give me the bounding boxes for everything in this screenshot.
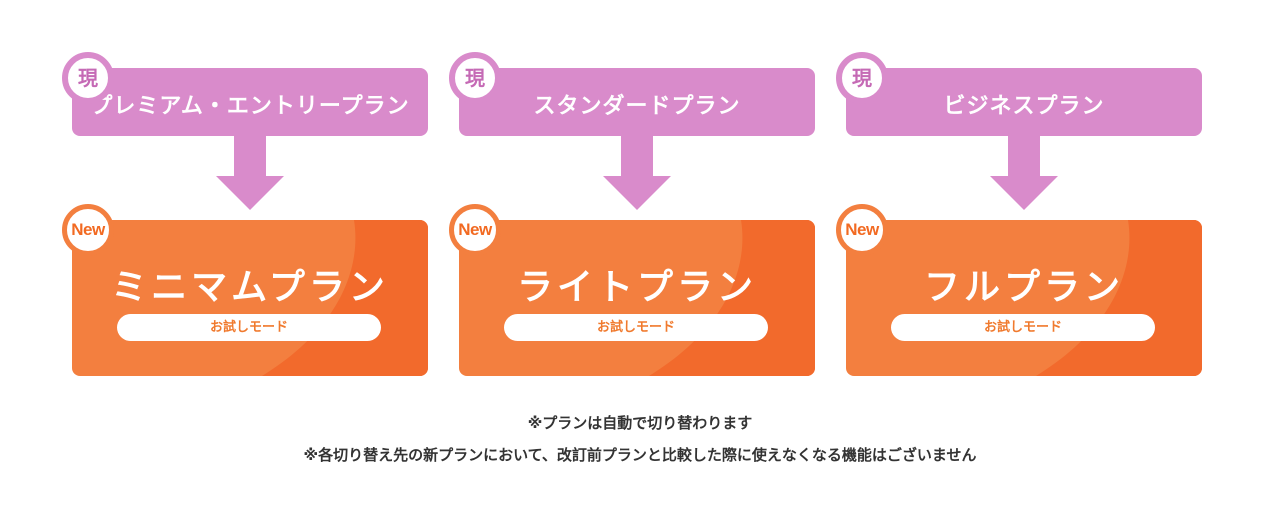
- arrow-down-icon: [990, 134, 1058, 210]
- arrow-down-icon: [603, 134, 671, 210]
- plan-column-2: スタンダードプラン 現 New ライトプラン お試しモード: [449, 0, 817, 380]
- new-badge: New: [836, 204, 888, 256]
- plan-column-1: プレミアム・エントリープラン 現 New ミニマムプラン お試しモード: [62, 0, 430, 380]
- new-plan-box: [846, 220, 1202, 376]
- note-no-lost-features: ※各切り替え先の新プランにおいて、改訂前プランと比較した際に使えなくなる機能はご…: [303, 446, 977, 464]
- current-plan-box: [72, 68, 428, 136]
- new-plan-box: [459, 220, 815, 376]
- new-badge: New: [62, 204, 114, 256]
- new-plan-shade: [1036, 220, 1202, 376]
- current-plan-box: [459, 68, 815, 136]
- trial-mode-button[interactable]: お試しモード: [891, 314, 1155, 341]
- new-plan-box: [72, 220, 428, 376]
- new-plan-shade: [262, 220, 428, 376]
- note-auto-switch: ※プランは自動で切り替わります: [527, 414, 753, 432]
- trial-mode-button[interactable]: お試しモード: [117, 314, 381, 341]
- new-plan-name: フルプラン: [923, 267, 1124, 308]
- new-badge: New: [449, 204, 501, 256]
- current-plan-name: ビジネスプラン: [943, 94, 1105, 119]
- new-plan-shade: [649, 220, 815, 376]
- plan-column-3: ビジネスプラン 現 New フルプラン お試しモード: [836, 0, 1204, 380]
- current-plan-box: [846, 68, 1202, 136]
- current-badge: 現: [449, 52, 501, 104]
- current-plan-name: スタンダードプラン: [533, 94, 741, 119]
- new-plan-name: ミニマムプラン: [111, 267, 389, 308]
- new-plan-name: ライトプラン: [516, 267, 757, 308]
- arrow-down-icon: [216, 134, 284, 210]
- trial-mode-button[interactable]: お試しモード: [504, 314, 768, 341]
- current-plan-name: プレミアム・エントリープラン: [90, 94, 410, 119]
- current-badge: 現: [836, 52, 888, 104]
- current-badge: 現: [62, 52, 114, 104]
